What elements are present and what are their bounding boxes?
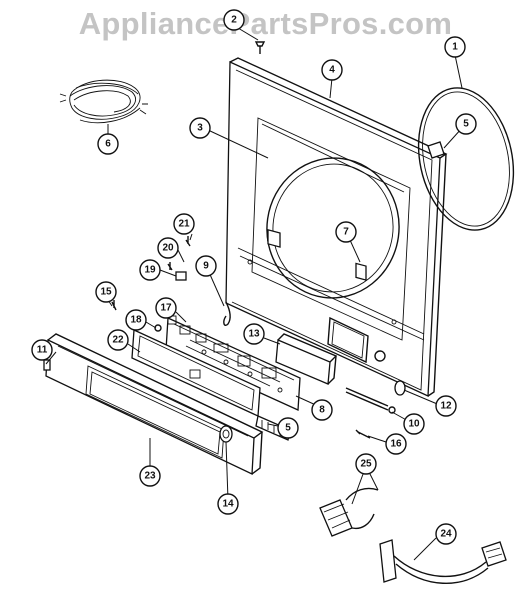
control-module [275, 333, 338, 385]
svg-text:23: 23 [144, 471, 156, 482]
callout-25: 25 [355, 453, 377, 475]
callout-15: 15 [95, 281, 117, 303]
callout-11: 11 [31, 339, 53, 361]
watermark: AppliancePartsPros.com [78, 6, 453, 41]
callout-13: 13 [243, 323, 265, 345]
callout-10: 10 [403, 413, 425, 435]
svg-text:13: 13 [248, 329, 260, 340]
circuit-board [165, 317, 301, 411]
screw-16 [355, 429, 371, 439]
door-seal-ring [417, 87, 515, 231]
svg-text:5: 5 [285, 423, 291, 434]
callout-24: 24 [435, 523, 457, 545]
wire-connector [319, 487, 379, 537]
svg-text:16: 16 [390, 439, 402, 450]
callout-5-bottom: 5 [277, 417, 299, 439]
callout-14: 14 [217, 493, 239, 515]
svg-text:10: 10 [408, 419, 420, 430]
callout-23: 23 [139, 465, 161, 487]
svg-text:2: 2 [231, 15, 237, 26]
svg-text:11: 11 [37, 345, 48, 356]
svg-text:12: 12 [440, 401, 452, 412]
svg-text:4: 4 [329, 65, 335, 76]
svg-text:5: 5 [463, 119, 469, 130]
svg-text:20: 20 [162, 243, 174, 254]
svg-text:3: 3 [197, 123, 203, 134]
svg-text:19: 19 [144, 265, 156, 276]
svg-text:14: 14 [222, 499, 234, 510]
callout-21: 21 [173, 213, 195, 235]
wire-harness [379, 539, 507, 585]
wire-harness-coil [59, 79, 148, 124]
callout-6: 6 [97, 133, 119, 155]
callout-4: 4 [321, 59, 343, 81]
svg-text:21: 21 [178, 219, 190, 230]
timer-knob [219, 425, 233, 443]
svg-text:24: 24 [440, 529, 452, 540]
rod-spring [345, 387, 396, 414]
callout-8: 8 [311, 399, 333, 421]
callout-19: 19 [139, 259, 161, 281]
svg-text:7: 7 [343, 227, 349, 238]
svg-text:1: 1 [452, 42, 458, 53]
svg-text:25: 25 [360, 459, 372, 470]
callout-22: 22 [107, 329, 129, 351]
svg-text:15: 15 [100, 287, 112, 298]
callout-3: 3 [189, 117, 211, 139]
screw-top [254, 41, 266, 54]
callout-20: 20 [157, 237, 179, 259]
callout-5-top: 5 [455, 113, 477, 135]
svg-text:6: 6 [105, 139, 111, 150]
callout-9: 9 [195, 255, 217, 277]
svg-text:18: 18 [130, 315, 142, 326]
callout-1: 1 [444, 36, 466, 58]
callout-16: 16 [385, 433, 407, 455]
callout-18: 18 [125, 309, 147, 331]
knob [394, 380, 406, 396]
svg-text:9: 9 [203, 261, 209, 272]
small-parts [111, 236, 191, 332]
front-panel [225, 57, 448, 397]
callout-2: 2 [223, 9, 245, 31]
console-front-panel [43, 333, 264, 476]
callout-17: 17 [155, 297, 177, 319]
svg-text:17: 17 [160, 303, 172, 314]
svg-text:22: 22 [112, 335, 124, 346]
callout-7: 7 [335, 221, 357, 243]
hook [223, 301, 231, 326]
svg-text:8: 8 [319, 405, 325, 416]
callout-12: 12 [435, 395, 457, 417]
